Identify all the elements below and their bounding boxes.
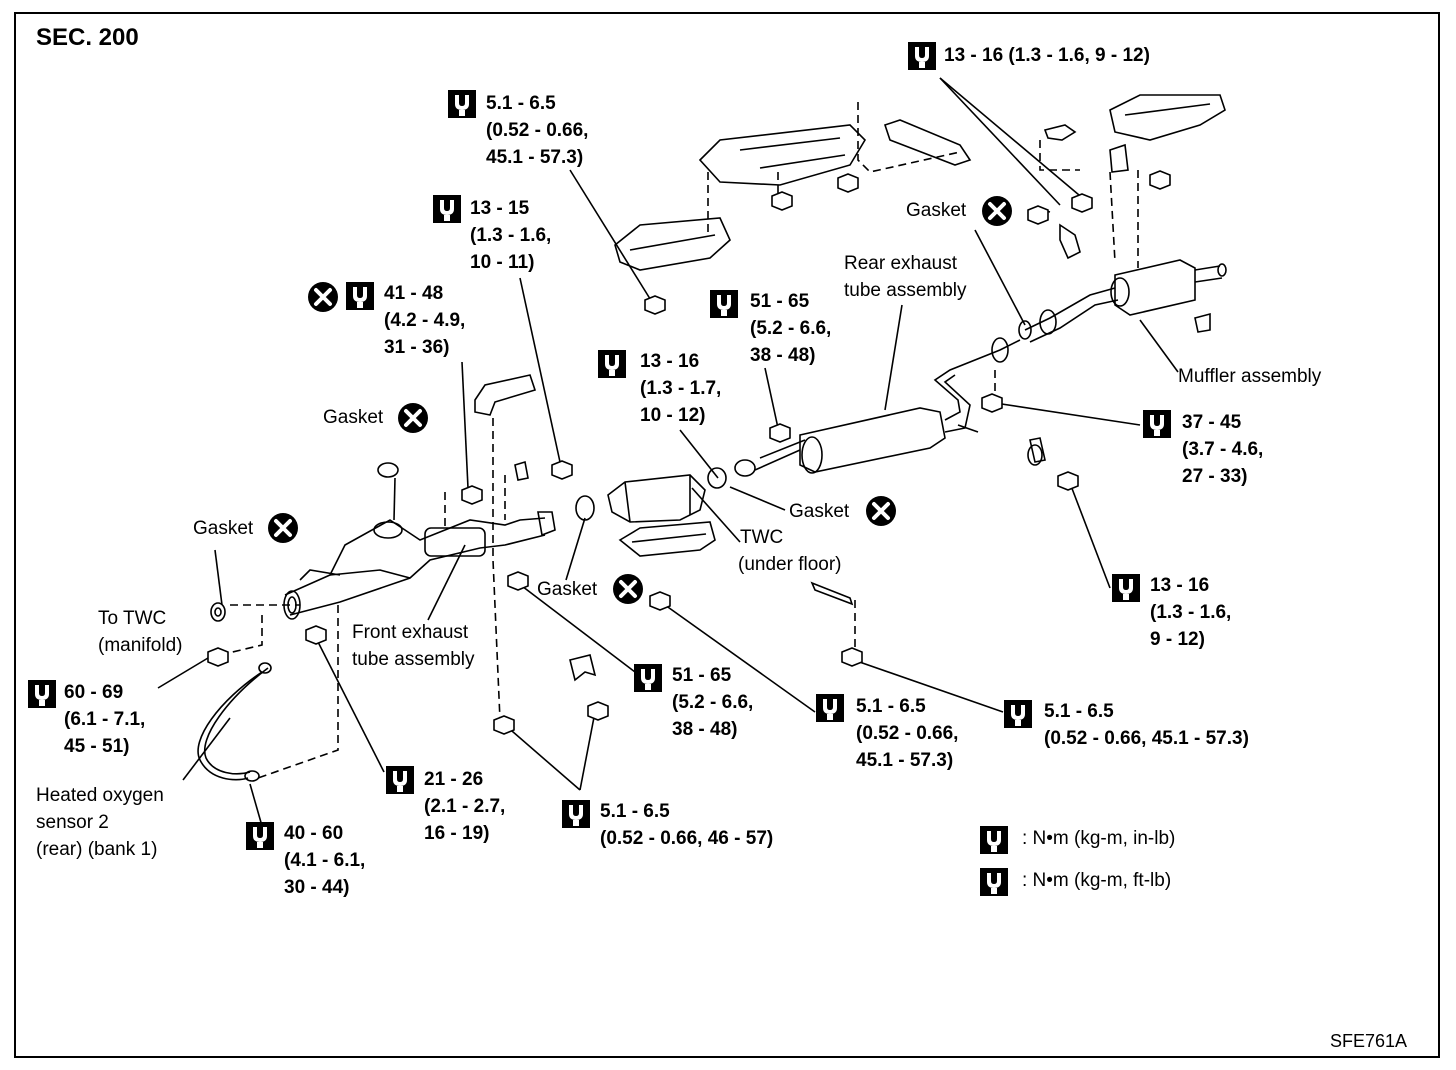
torque-spec-14: 5.1 - 6.5 (0.52 - 0.66, 46 - 57) bbox=[600, 801, 774, 849]
wrench-icon bbox=[433, 195, 461, 223]
wrench-icon bbox=[246, 822, 274, 850]
muffler-label: Muffler assembly bbox=[1178, 366, 1322, 387]
wrench-icon bbox=[1004, 700, 1032, 728]
torque-spec-10: 51 - 65 (5.2 - 6.6, 38 - 48) bbox=[672, 665, 754, 740]
replace-x-icon bbox=[866, 496, 896, 526]
torque-spec-11: 5.1 - 6.5 (0.52 - 0.66, 45.1 - 57.3) bbox=[856, 696, 959, 771]
replace-x-icon bbox=[308, 282, 338, 312]
wrench-icon bbox=[908, 42, 936, 70]
torque-spec-9: 60 - 69 (6.1 - 7.1, 45 - 51) bbox=[64, 682, 146, 757]
torque-spec-2: 5.1 - 6.5 (0.52 - 0.66, 45.1 - 57.3) bbox=[486, 93, 589, 168]
wrench-icon bbox=[980, 826, 1008, 854]
figure-frame bbox=[14, 12, 1440, 1058]
wrench-icon bbox=[1112, 574, 1140, 602]
oxygen-sensor-label: Heated oxygen sensor 2 (rear) (bank 1) bbox=[36, 785, 164, 860]
torque-spec-12: 5.1 - 6.5 (0.52 - 0.66, 45.1 - 57.3) bbox=[1044, 701, 1249, 749]
gasket-label-manifold: Gasket bbox=[323, 407, 384, 428]
replace-x-icon bbox=[982, 196, 1012, 226]
torque-spec-13: 21 - 26 (2.1 - 2.7, 16 - 19) bbox=[424, 769, 506, 844]
torque-spec-8: 13 - 16 (1.3 - 1.6, 9 - 12) bbox=[1150, 575, 1232, 650]
wrench-icon bbox=[28, 680, 56, 708]
wrench-icon bbox=[448, 90, 476, 118]
wrench-icon bbox=[980, 868, 1008, 896]
wrench-icon bbox=[386, 766, 414, 794]
wrench-icon bbox=[816, 694, 844, 722]
to-twc-label: To TWC (manifold) bbox=[98, 608, 183, 656]
replace-x-icon bbox=[268, 513, 298, 543]
torque-spec-6: 13 - 16 (1.3 - 1.7, 10 - 12) bbox=[640, 351, 722, 426]
legend-ft-lb: : N•m (kg-m, ft-lb) bbox=[1022, 870, 1172, 891]
gasket-label-twc-front: Gasket bbox=[537, 579, 598, 600]
rear-exhaust-label: Rear exhaust tube assembly bbox=[844, 253, 967, 301]
front-exhaust-label: Front exhaust tube assembly bbox=[352, 622, 475, 670]
wrench-icon bbox=[598, 350, 626, 378]
replace-x-icon bbox=[398, 403, 428, 433]
torque-spec-3: 13 - 15 (1.3 - 1.6, 10 - 11) bbox=[470, 198, 552, 273]
torque-spec-4: 41 - 48 (4.2 - 4.9, 31 - 36) bbox=[384, 283, 466, 358]
gasket-label-rear: Gasket bbox=[906, 200, 967, 221]
torque-spec-5: 51 - 65 (5.2 - 6.6, 38 - 48) bbox=[750, 291, 832, 366]
section-title: SEC. 200 bbox=[36, 24, 139, 51]
legend-in-lb: : N•m (kg-m, in-lb) bbox=[1022, 828, 1176, 849]
wrench-icon bbox=[346, 282, 374, 310]
twc-label: TWC (under floor) bbox=[738, 527, 842, 575]
wrench-icon bbox=[1143, 410, 1171, 438]
torque-spec-1: 13 - 16 (1.3 - 1.6, 9 - 12) bbox=[944, 45, 1150, 66]
figure-code: SFE761A bbox=[1330, 1031, 1408, 1051]
gasket-label-flange: Gasket bbox=[193, 518, 254, 539]
torque-spec-15: 40 - 60 (4.1 - 6.1, 30 - 44) bbox=[284, 823, 366, 898]
wrench-icon bbox=[634, 664, 662, 692]
wrench-icon bbox=[562, 800, 590, 828]
gasket-label-twc-rear: Gasket bbox=[789, 501, 850, 522]
torque-spec-7: 37 - 45 (3.7 - 4.6, 27 - 33) bbox=[1182, 412, 1264, 487]
replace-x-icon bbox=[613, 574, 643, 604]
wrench-icon bbox=[710, 290, 738, 318]
